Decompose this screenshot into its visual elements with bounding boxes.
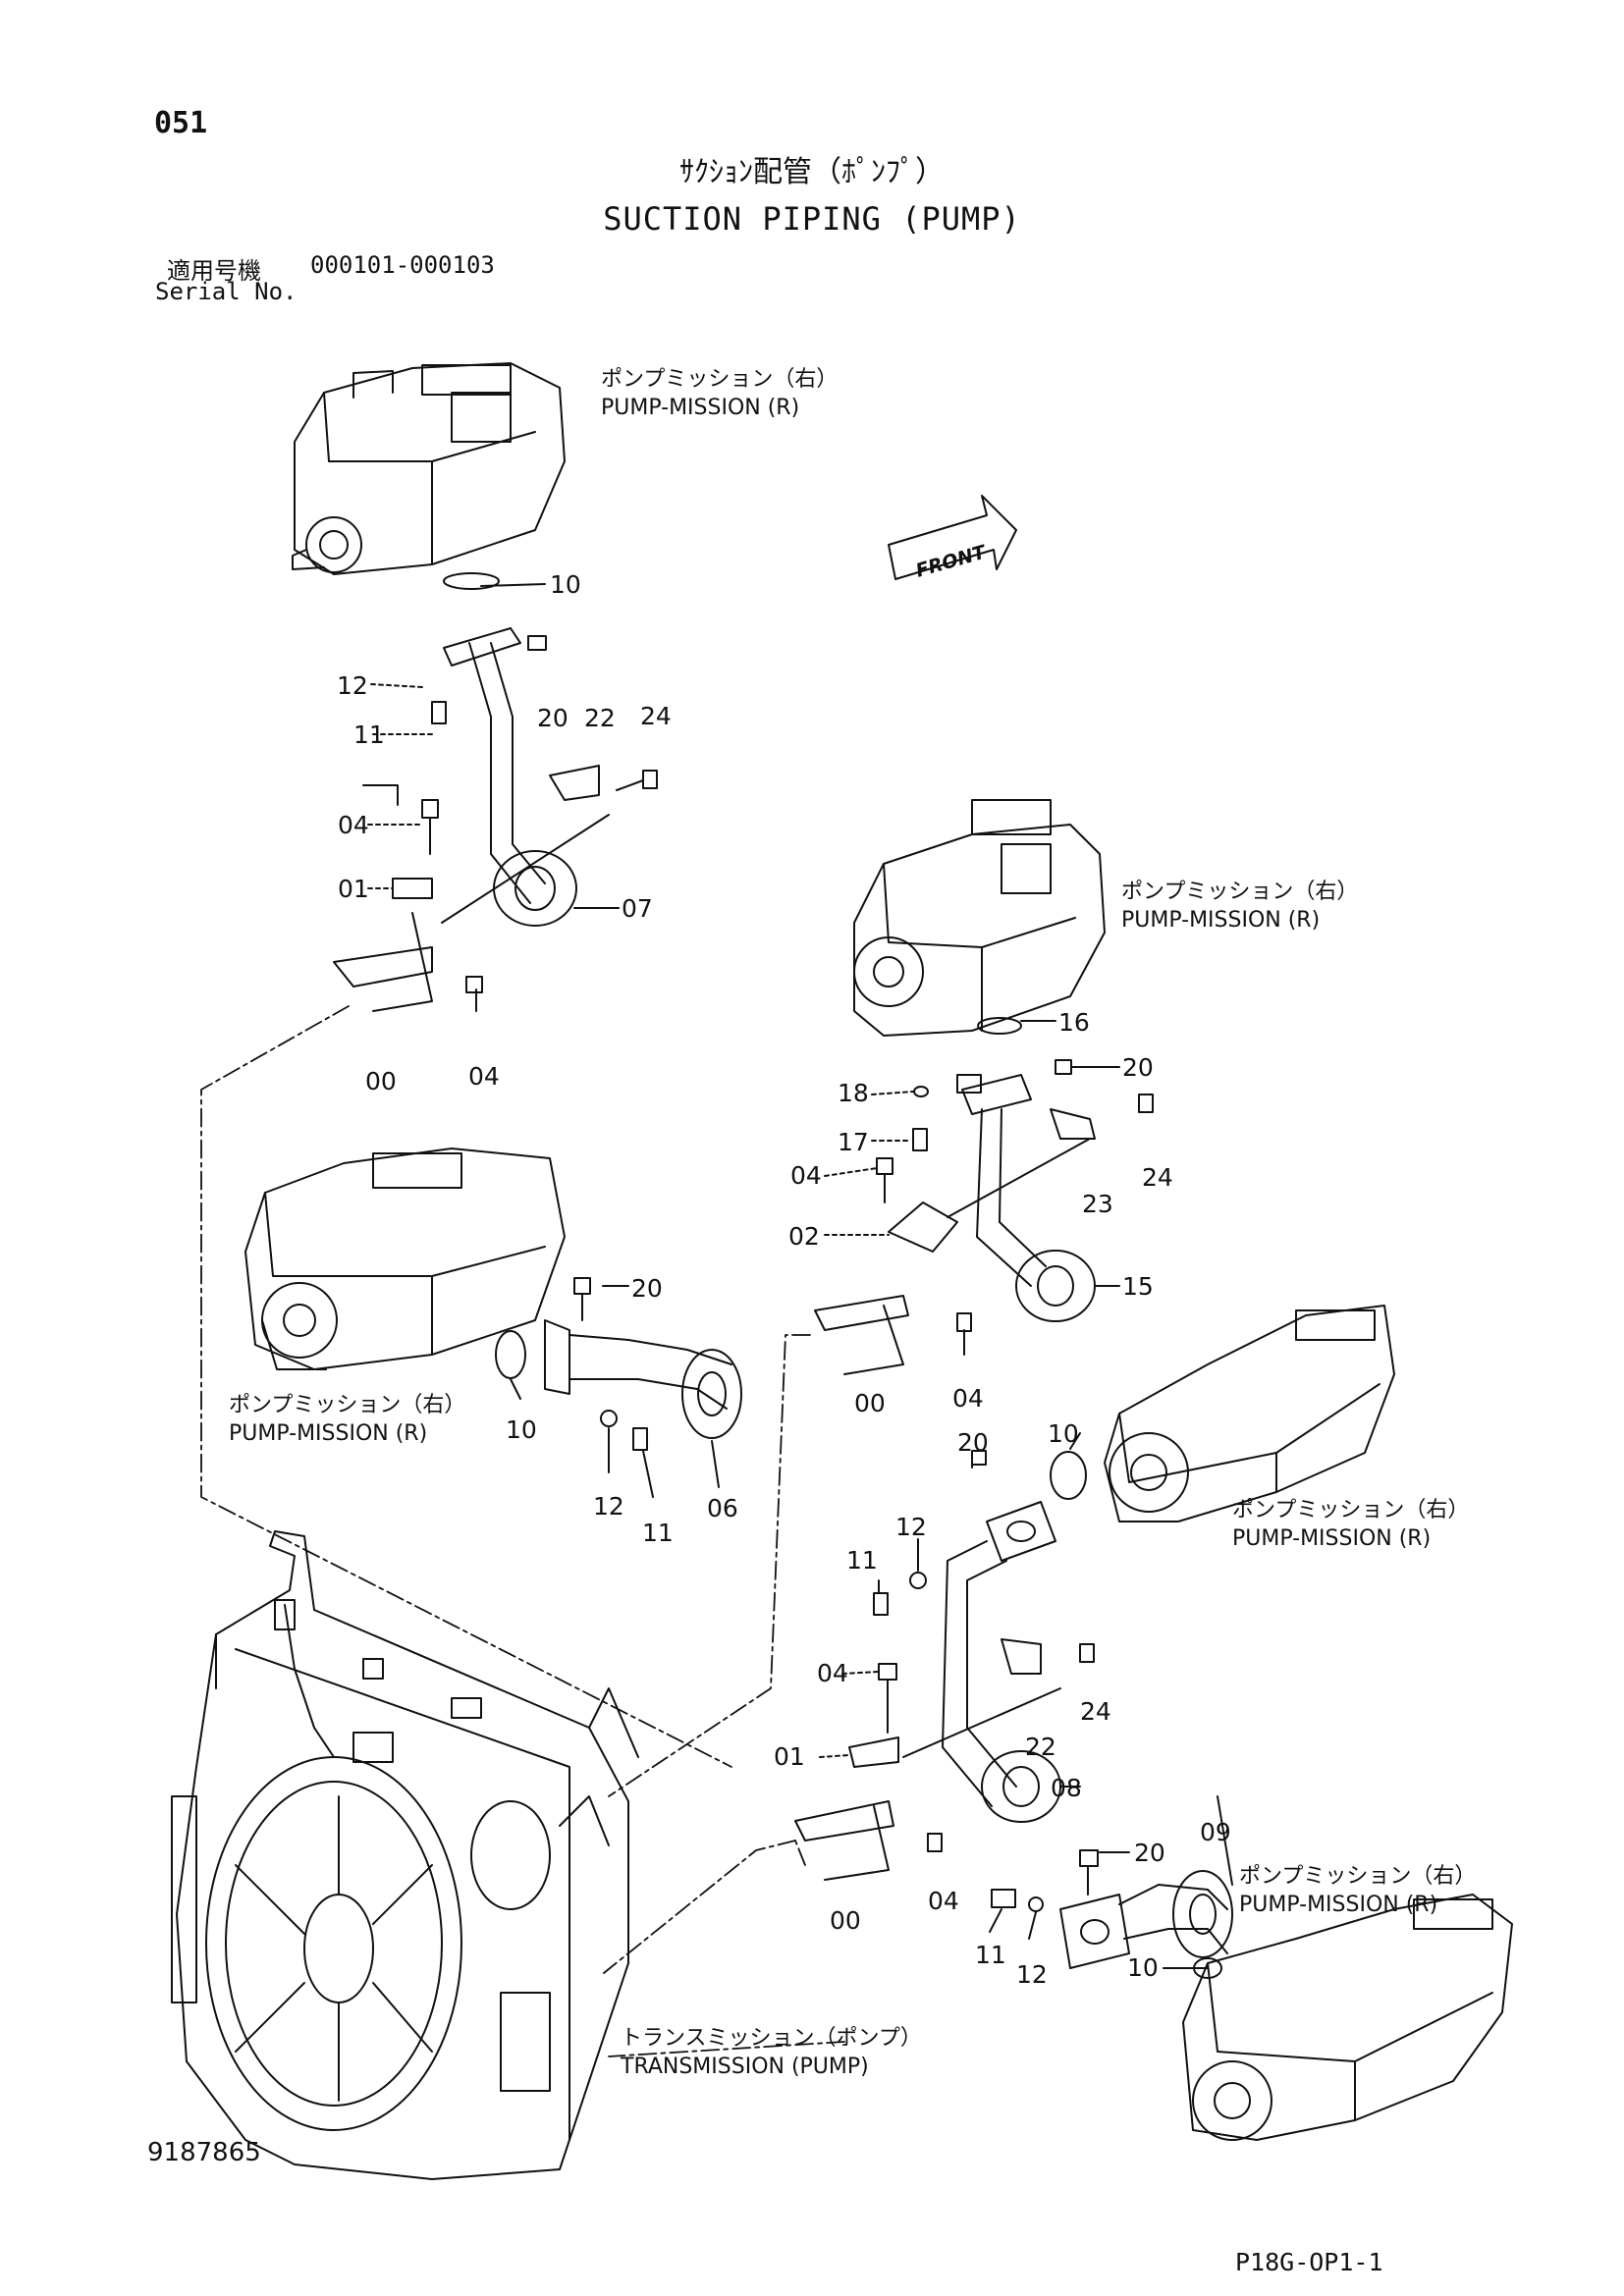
part-label-02: 02 <box>788 1222 820 1251</box>
part-label-20: 20 <box>957 1428 989 1457</box>
part-label-12: 12 <box>337 671 368 700</box>
caption-pm-jp-1: ポンプミッション（右） <box>601 367 838 392</box>
part-label-07: 07 <box>622 894 653 923</box>
caption-pm-jp-2: ポンプミッション（右） <box>1121 880 1358 904</box>
serial-label-english: Serial No. <box>155 278 298 305</box>
page-number: 051 <box>154 106 208 140</box>
part-label-08: 08 <box>1051 1774 1082 1802</box>
bracket-01-00-b <box>794 1450 1095 1881</box>
part-label-22: 22 <box>584 704 616 732</box>
caption-pm-jp-4: ポンプミッション（右） <box>1232 1498 1469 1522</box>
part-label-01: 01 <box>338 875 369 903</box>
leader-01d <box>819 1754 850 1758</box>
part-label-17: 17 <box>838 1128 869 1156</box>
leader-10c <box>510 1378 521 1400</box>
part-label-10: 10 <box>506 1415 537 1444</box>
title-japanese: ｻｸｼｮﾝ配管（ﾎﾟﾝﾌﾟ） <box>679 155 945 189</box>
part-label-24: 24 <box>640 702 672 730</box>
part-label-10: 10 <box>1127 1953 1159 1982</box>
part-label-04: 04 <box>468 1062 500 1091</box>
part-label-16: 16 <box>1058 1008 1090 1037</box>
serial-label-japanese: 適用号機 <box>167 257 261 285</box>
serial-range: 000101-000103 <box>310 251 495 279</box>
suction-pipe-15 <box>961 1017 1096 1322</box>
part-label-12: 12 <box>895 1513 927 1541</box>
pump-mission-assembly-1 <box>292 362 566 575</box>
part-label-20: 20 <box>1122 1053 1154 1082</box>
pump-mission-assembly-3 <box>244 1148 566 1370</box>
leader-18 <box>871 1091 914 1095</box>
caption-pm-en-4: PUMP-MISSION (R) <box>1232 1526 1431 1551</box>
caption-tm-en: TRANSMISSION (PUMP) <box>620 2055 869 2079</box>
suction-pipe-06 <box>495 1277 742 1451</box>
part-label-10: 10 <box>550 570 581 599</box>
bracket-02-00 <box>814 1108 1096 1375</box>
caption-pm-jp-3: ポンプミッション（右） <box>229 1393 465 1417</box>
part-label-20: 20 <box>537 704 568 732</box>
part-label-06: 06 <box>707 1494 738 1522</box>
leader-10d <box>1069 1432 1081 1450</box>
caption-pm-en-2: PUMP-MISSION (R) <box>1121 908 1320 933</box>
part-label-20: 20 <box>631 1274 663 1303</box>
part-label-11: 11 <box>642 1519 674 1547</box>
part-label-11: 11 <box>353 721 385 749</box>
caption-pm-en-3: PUMP-MISSION (R) <box>229 1421 427 1446</box>
part-label-10: 10 <box>1048 1419 1079 1448</box>
page-code: P18G-OP1-1 <box>1235 2248 1383 2276</box>
part-label-00: 00 <box>830 1906 861 1935</box>
part-label-22: 22 <box>1025 1733 1056 1761</box>
part-label-11: 11 <box>975 1941 1006 1969</box>
leader-10a <box>480 583 546 587</box>
leader-12e <box>1028 1911 1037 1940</box>
leader-06 <box>711 1440 720 1488</box>
part-label-11: 11 <box>846 1546 878 1575</box>
leader-04d <box>841 1671 880 1675</box>
part-label-12: 12 <box>1016 1960 1048 1989</box>
part-label-04: 04 <box>790 1161 822 1190</box>
pump-mission-assembly-5 <box>1182 1894 1513 2141</box>
document-number: 9187865 <box>147 2138 261 2167</box>
front-label: FRONT <box>913 541 990 582</box>
leader-12a <box>370 683 423 688</box>
front-arrow-icon <box>888 495 1017 580</box>
part-label-12: 12 <box>593 1492 624 1521</box>
transmission-housing <box>171 1530 639 2180</box>
fasteners-1 <box>421 635 658 1012</box>
suction-pipe-09 <box>991 1849 1233 1969</box>
suction-pipe-08 <box>942 1501 1061 1823</box>
part-label-00: 00 <box>365 1067 397 1095</box>
part-label-04: 04 <box>817 1659 848 1687</box>
part-label-04: 04 <box>338 811 369 839</box>
pump-mission-assembly-4 <box>1050 1305 1395 1522</box>
part-label-23: 23 <box>1082 1190 1113 1218</box>
part-label-18: 18 <box>838 1079 869 1107</box>
part-label-04: 04 <box>952 1384 984 1413</box>
part-label-20: 20 <box>1134 1839 1165 1867</box>
part-label-24: 24 <box>1142 1163 1173 1192</box>
title-english: SUCTION PIPING (PUMP) <box>603 200 1021 238</box>
caption-pm-en-5: PUMP-MISSION (R) <box>1239 1893 1437 1917</box>
caption-pm-jp-5: ポンプミッション（右） <box>1239 1864 1476 1889</box>
part-label-04: 04 <box>928 1887 959 1915</box>
connection-lines <box>200 1005 845 2057</box>
part-label-09: 09 <box>1200 1818 1231 1846</box>
bracket-01-00 <box>333 765 610 1012</box>
leader-04b <box>824 1167 878 1177</box>
caption-pm-en-1: PUMP-MISSION (R) <box>601 396 799 420</box>
part-label-01: 01 <box>774 1742 805 1771</box>
part-label-00: 00 <box>854 1389 886 1417</box>
leader-09 <box>1217 1795 1233 1886</box>
fasteners-2 <box>876 1059 1154 1356</box>
pump-mission-assembly-2 <box>853 799 1106 1037</box>
part-label-24: 24 <box>1080 1697 1111 1726</box>
caption-tm-jp: トランスミッション（ポンプ） <box>621 2026 922 2051</box>
suction-pipe-07 <box>443 572 577 927</box>
part-label-15: 15 <box>1122 1272 1154 1301</box>
leader-11c <box>642 1450 654 1498</box>
leader-11e <box>989 1908 1002 1933</box>
